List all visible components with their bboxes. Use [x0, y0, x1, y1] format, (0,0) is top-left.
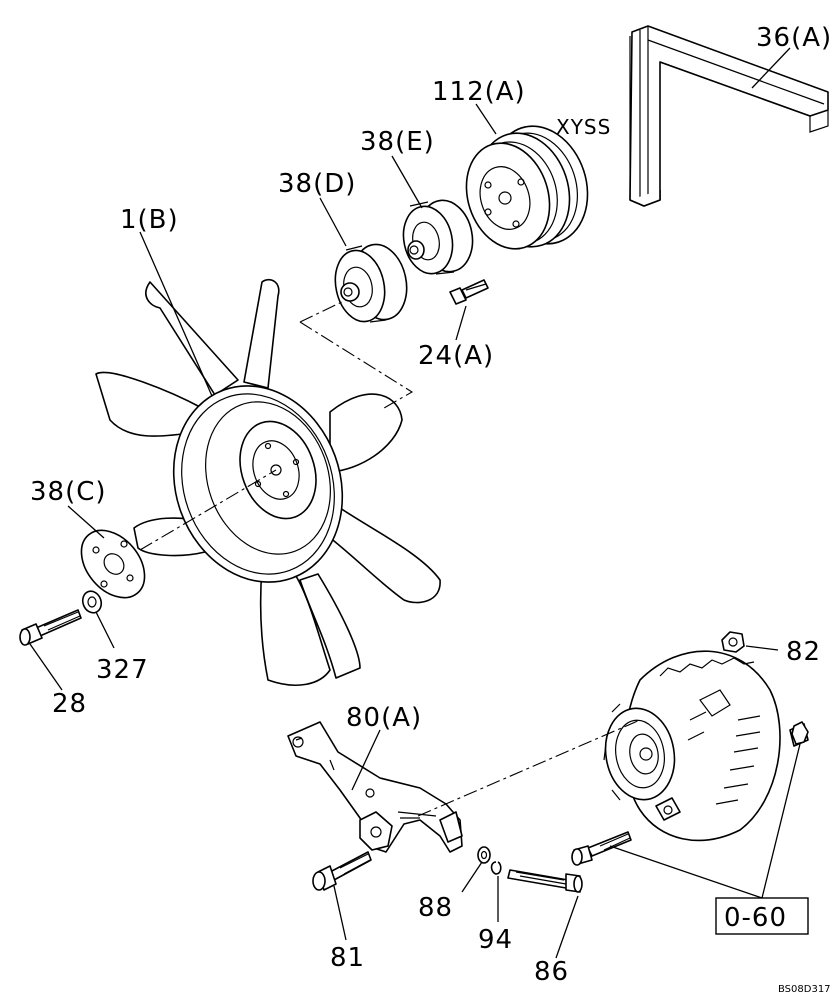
spacer-icon: [402, 199, 474, 275]
washer-icon: [81, 590, 103, 614]
leader-lines: [29, 47, 801, 959]
fan-icon: [95, 278, 441, 686]
label-ref-box: 0-60: [724, 903, 787, 933]
label-washer-88: 88: [418, 893, 453, 923]
label-nut-82: 82: [786, 637, 821, 667]
bolt-icon: [19, 609, 82, 646]
label-bolt-28: 28: [52, 689, 87, 719]
label-washer-94: 94: [478, 925, 513, 955]
bolt-icon: [449, 279, 489, 305]
washer-icon: [477, 846, 491, 864]
label-fan: 1(B): [120, 205, 179, 235]
washer-icon: [490, 861, 502, 875]
label-bolt-81: 81: [330, 943, 365, 973]
nut-icon: [721, 631, 745, 653]
label-spacer-e: 38(E): [360, 127, 435, 157]
label-washer-327: 327: [96, 655, 149, 685]
nut-icon: [791, 721, 809, 745]
center-lines: [139, 299, 641, 817]
pulley-icon: [465, 125, 589, 250]
spacer-icon: [334, 243, 408, 323]
label-pulley-note: XYSS: [556, 115, 611, 139]
bolt-icon: [312, 851, 372, 891]
v-belt-icon: [629, 25, 829, 207]
label-pulley: 112(A): [432, 77, 526, 107]
bolt-icon: [571, 831, 632, 866]
spacer-icon: [80, 529, 146, 599]
label-bolt-86: 86: [534, 957, 569, 987]
alternator-icon: [603, 650, 809, 842]
label-bolt-24a: 24(A): [418, 341, 494, 371]
bolt-icon: [507, 869, 583, 893]
label-belt: 36(A): [756, 23, 832, 53]
label-spacer-d: 38(D): [278, 169, 356, 199]
label-plate-c: 38(C): [30, 477, 107, 507]
label-bracket: 80(A): [346, 703, 422, 733]
reference-box: 0-60: [715, 897, 809, 935]
bracket-icon: [287, 721, 463, 853]
drawing-code: BS08D317: [778, 984, 831, 995]
